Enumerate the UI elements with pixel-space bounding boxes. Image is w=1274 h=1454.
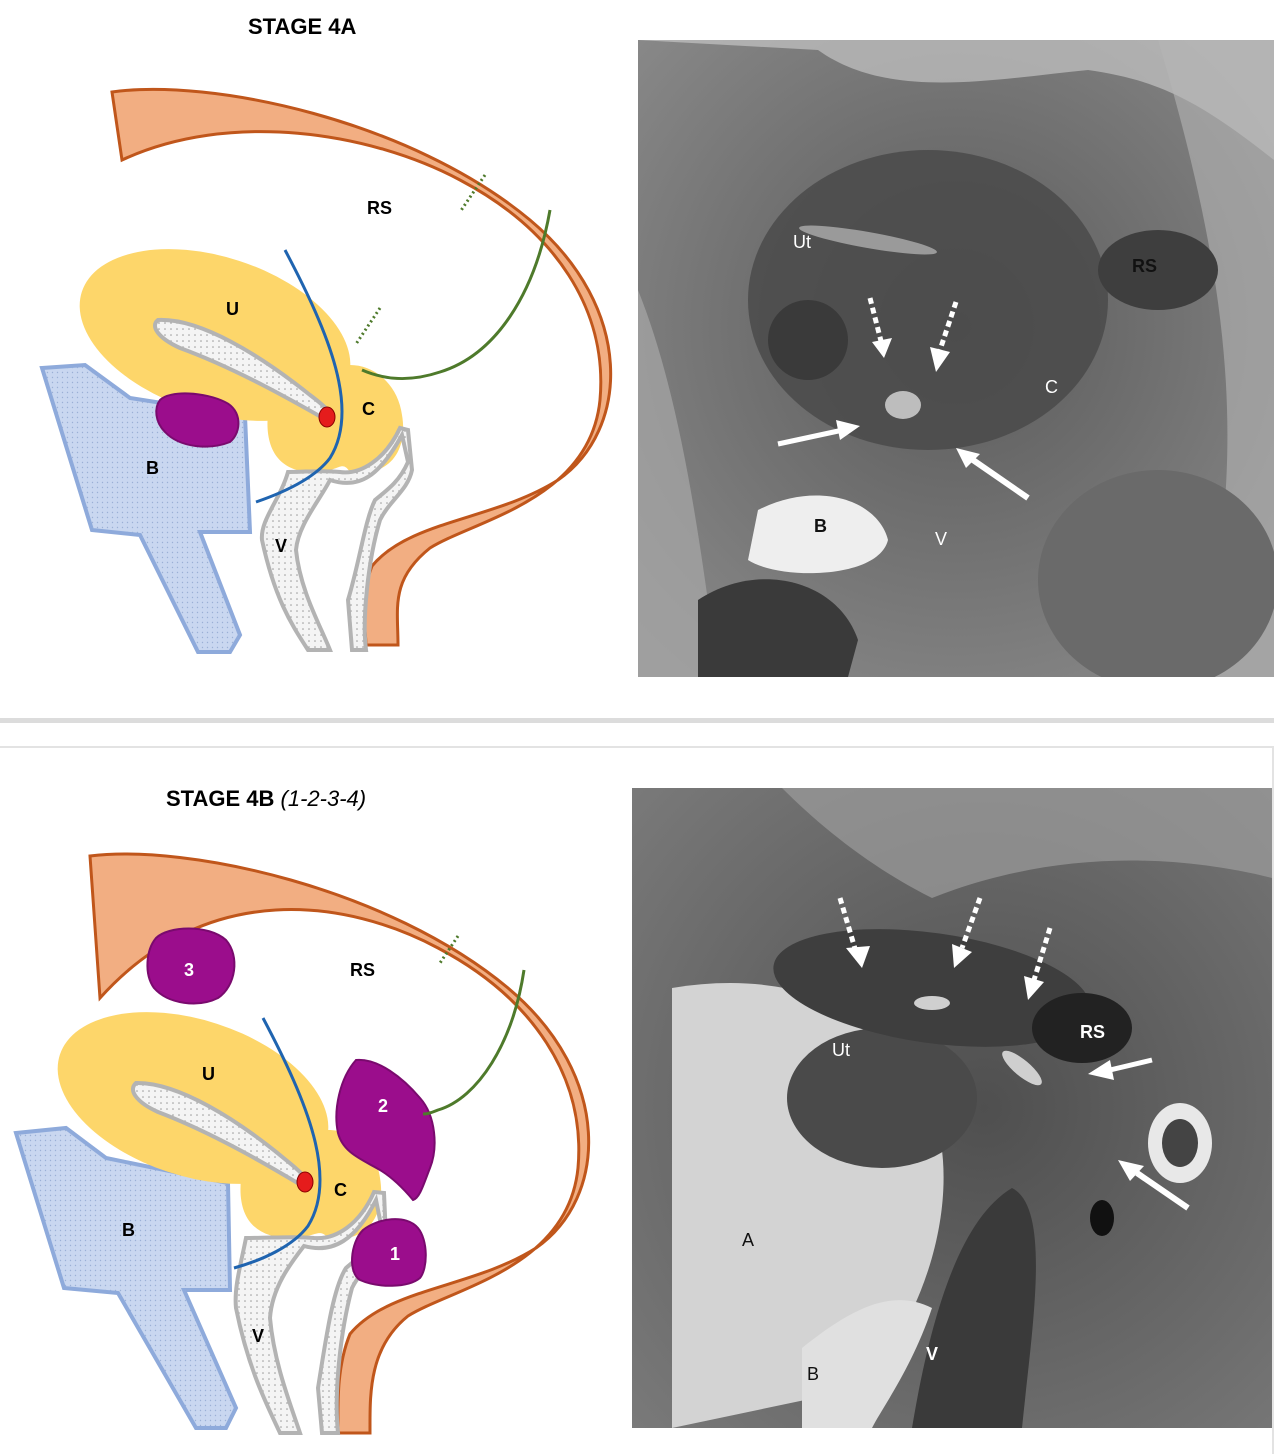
label-rs: RS — [367, 198, 392, 218]
mri-b-label-v: V — [926, 1344, 938, 1364]
label-b: B — [122, 1220, 135, 1240]
panel-stage-4b: STAGE 4B (1-2-3-4) RS U C B — [0, 746, 1274, 1454]
red-dot — [297, 1172, 313, 1192]
mri-a-label-b: B — [814, 516, 827, 536]
stage-4b-mri-image: Ut RS A B V — [632, 788, 1272, 1428]
lesion-1 — [352, 1219, 426, 1286]
green-dotted-line-2 — [356, 308, 380, 344]
stage-4b-title-main: STAGE 4B — [166, 786, 274, 811]
green-line — [362, 210, 550, 379]
mri-a-label-v: V — [935, 529, 947, 549]
mri-a-label-ut: Ut — [793, 232, 811, 252]
stage-4b-diagram: RS U C B V 3 2 1 — [8, 848, 618, 1448]
label-u: U — [226, 299, 239, 319]
panel-stage-4a: STAGE 4A — [0, 0, 1274, 718]
mri-a-label-rs: RS — [1132, 256, 1157, 276]
label-rs: RS — [350, 960, 375, 980]
label-lesion-1: 1 — [390, 1244, 400, 1264]
mri-b-label-rs: RS — [1080, 1022, 1105, 1042]
label-v: V — [275, 536, 287, 556]
mri-a-label-c: C — [1045, 377, 1058, 397]
label-b: B — [146, 458, 159, 478]
mri-b-label-a: A — [742, 1230, 754, 1250]
label-lesion-2: 2 — [378, 1096, 388, 1116]
stage-4a-diagram: RS U C B V — [30, 80, 630, 660]
mri-b-label-b: B — [807, 1364, 819, 1384]
panel-divider — [0, 718, 1274, 723]
label-v: V — [252, 1326, 264, 1346]
stage-4a-title: STAGE 4A — [248, 14, 356, 40]
mri-b-label-ut: Ut — [832, 1040, 850, 1060]
stage-4a-mri-image: Ut RS C B V — [638, 40, 1274, 677]
label-u: U — [202, 1064, 215, 1084]
stage-4b-title-sub: (1-2-3-4) — [281, 786, 367, 811]
label-lesion-3: 3 — [184, 960, 194, 980]
label-c: C — [334, 1180, 347, 1200]
label-c: C — [362, 399, 375, 419]
stage-4b-title: STAGE 4B (1-2-3-4) — [166, 786, 366, 812]
red-dot — [319, 407, 335, 427]
